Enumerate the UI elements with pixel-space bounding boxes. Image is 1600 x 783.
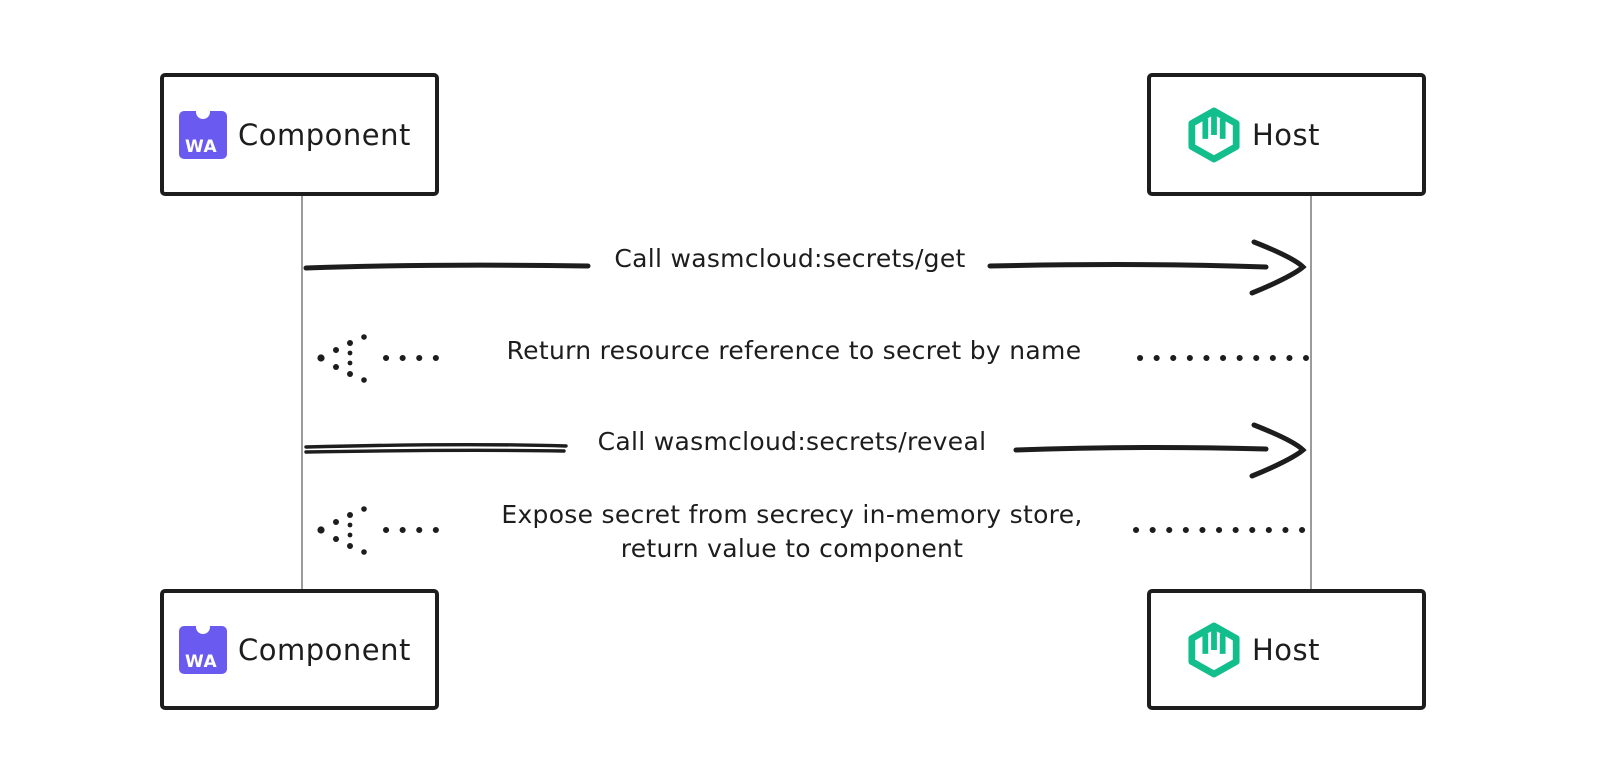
message-arrow-expose-secret (317, 506, 1309, 555)
message-arrow-return-reference (317, 334, 1309, 383)
arrowhead-left-dotted-icon (317, 334, 367, 383)
component-actor-box-bottom: WA Component (160, 589, 439, 710)
wasm-icon-text: WA (185, 136, 218, 157)
message-label-call-reveal: Call wasmcloud:secrets/reveal (597, 427, 987, 456)
wasm-component-icon: WA (179, 104, 227, 159)
message-arrow-get (303, 239, 1307, 296)
component-lifeline (301, 196, 303, 590)
actor-label-host: Host (1252, 632, 1321, 667)
component-actor-box-top: WA Component (160, 73, 439, 196)
arrowhead-right-icon (1249, 422, 1307, 479)
host-lifeline (1310, 196, 1312, 590)
message-label-line2: return value to component (620, 534, 964, 563)
message-arrow-reveal (304, 422, 1307, 479)
wasmcloud-host-icon (1188, 107, 1240, 162)
arrowhead-right-icon (1249, 239, 1307, 296)
wasm-component-icon: WA (179, 619, 227, 674)
wasm-icon-text: WA (185, 651, 218, 672)
wasmcloud-host-icon (1188, 622, 1240, 677)
actor-label-host: Host (1252, 117, 1321, 152)
wasm-icon-notch (196, 104, 210, 119)
message-label-return-reference: Return resource reference to secret by n… (506, 336, 1082, 365)
message-label-expose-secret: Expose secret from secrecy in-memory sto… (442, 498, 1142, 566)
message-label-call-get: Call wasmcloud:secrets/get (614, 244, 966, 273)
actor-label-component: Component (238, 117, 411, 152)
actor-label-component: Component (238, 632, 411, 667)
host-actor-box-top: Host (1147, 73, 1426, 196)
wasm-icon-notch (196, 619, 210, 634)
message-label-line1: Expose secret from secrecy in-memory sto… (501, 500, 1083, 529)
host-actor-box-bottom: Host (1147, 589, 1426, 710)
arrowhead-left-dotted-icon (317, 506, 367, 555)
